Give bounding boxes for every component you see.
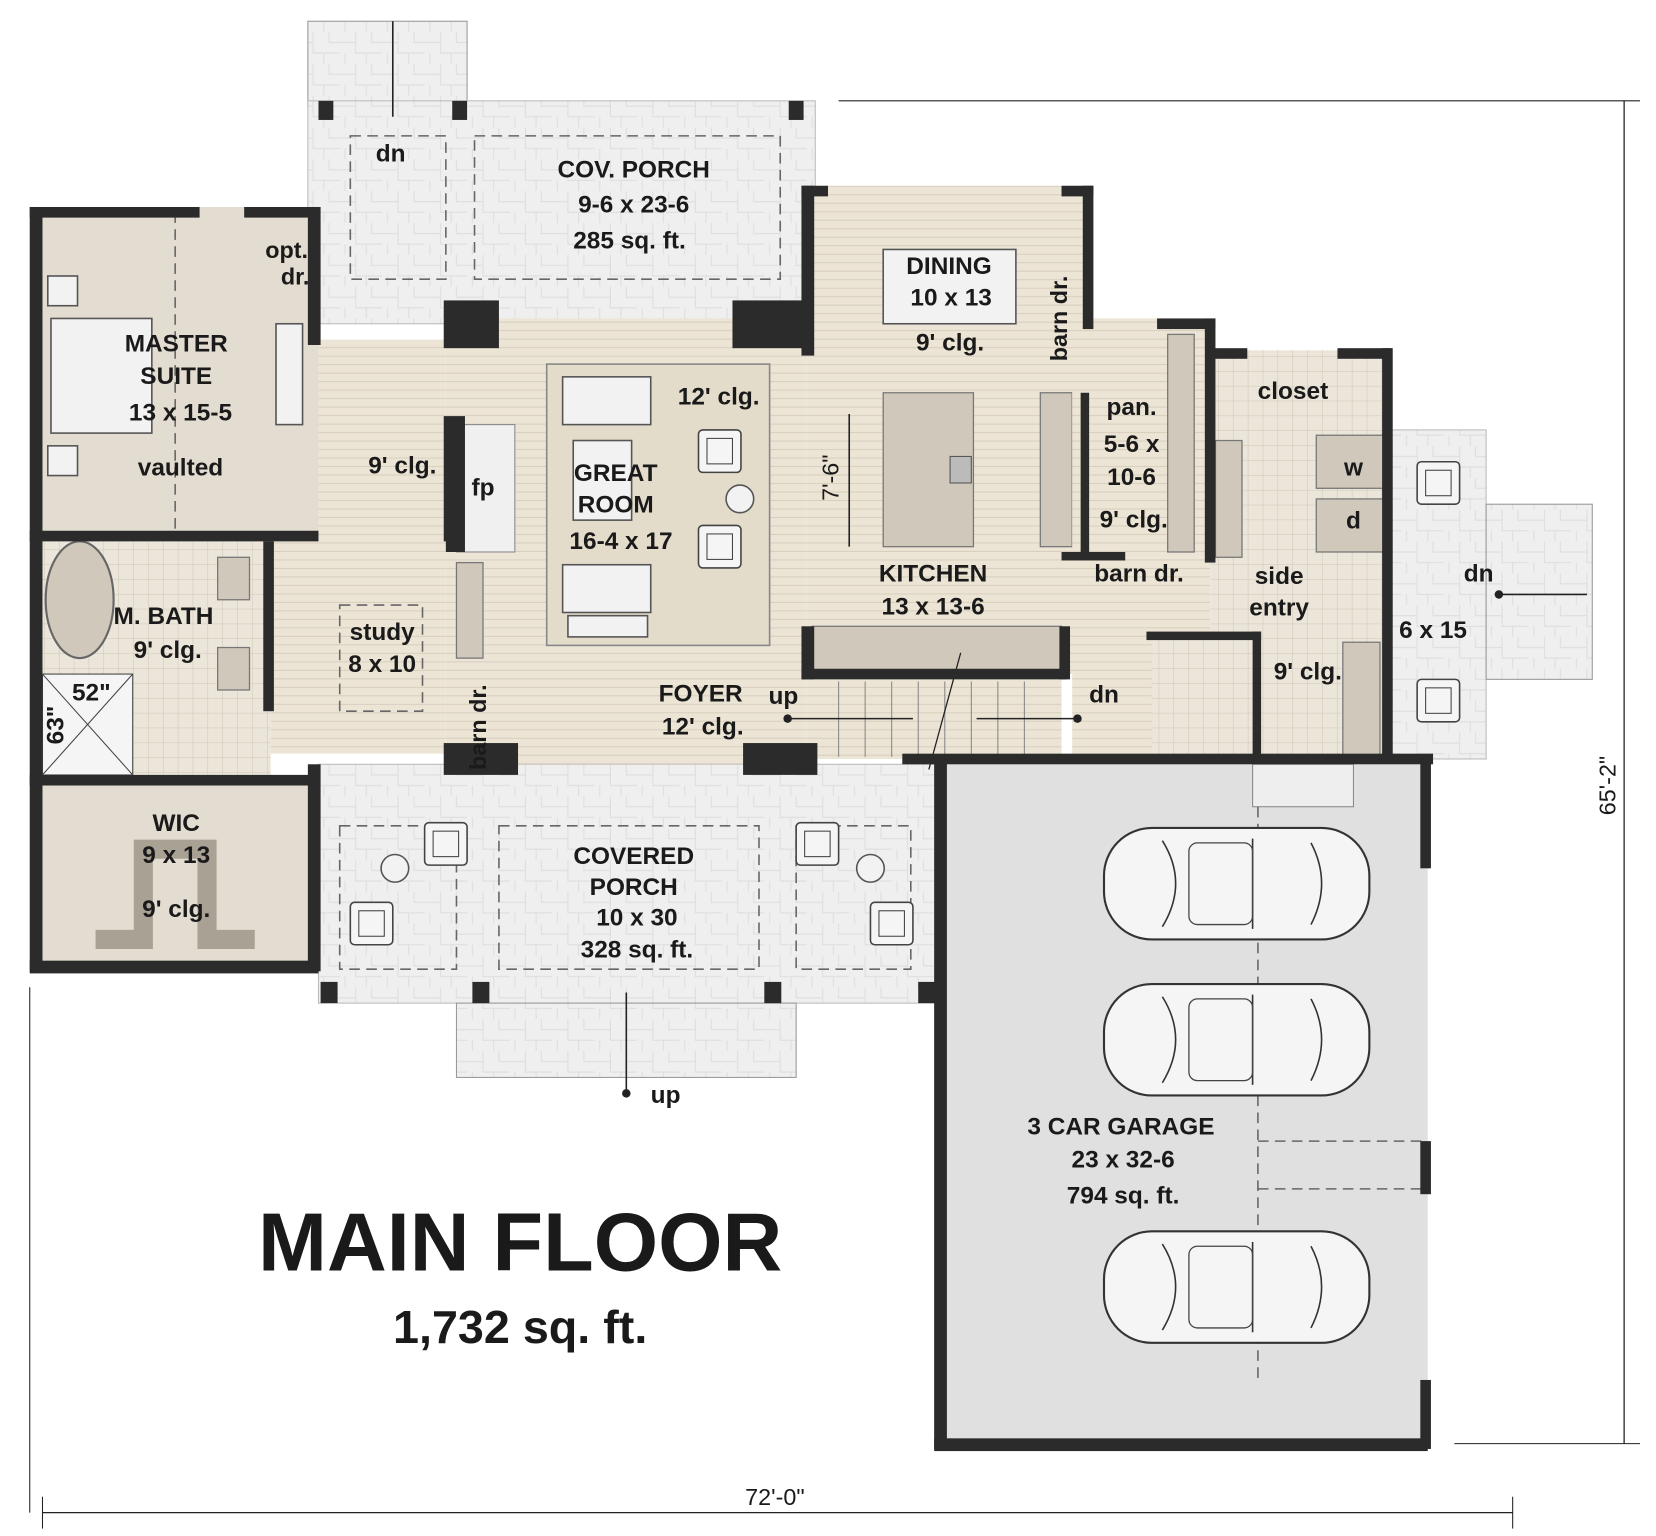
walls xyxy=(29,185,1434,1452)
master-bath-name: M. BATH xyxy=(114,603,214,630)
shower-width: 52" xyxy=(72,680,111,707)
dining-size: 10 x 13 xyxy=(910,285,991,312)
wic-size: 9 x 13 xyxy=(142,842,210,869)
front-covered-porch xyxy=(317,763,940,1098)
cov-porch-size: 9-6 x 23-6 xyxy=(578,191,689,218)
great-room-ceiling: 12' clg. xyxy=(678,383,760,410)
master-suite-name-2: SUITE xyxy=(140,363,212,390)
dimension-lines: 72'-0" 65'-2" xyxy=(29,100,1641,1529)
foyer-ceiling: 12' clg. xyxy=(662,714,744,741)
hall-ceiling: 9' clg. xyxy=(368,452,436,479)
side-entry-name-2: entry xyxy=(1249,595,1309,622)
pantry-barn-door-label: barn dr. xyxy=(1094,561,1184,588)
plan-total-area: 1,732 sq. ft. xyxy=(393,1301,647,1353)
cov-porch-area: 285 sq. ft. xyxy=(573,227,686,254)
island-dimension: 7'-6" xyxy=(818,454,844,500)
study-size: 8 x 10 xyxy=(348,651,416,678)
cov-porch-name: COV. PORCH xyxy=(558,156,710,183)
great-room-size: 16-4 x 17 xyxy=(569,528,672,555)
side-entry-name: side xyxy=(1255,563,1304,590)
dining-barn-door-label: barn dr. xyxy=(1046,276,1072,362)
wic-name: WIC xyxy=(153,810,200,837)
dining-ceiling: 9' clg. xyxy=(916,329,984,356)
foyer-name: FOYER xyxy=(659,681,743,708)
garage-name: 3 CAR GARAGE xyxy=(1027,1114,1214,1141)
master-bath-ceiling: 9' clg. xyxy=(134,637,202,664)
kitchen-name: KITCHEN xyxy=(879,561,987,588)
stair-up-label: up xyxy=(769,683,799,710)
study-barn-door-label: barn dr. xyxy=(465,684,491,770)
cov-porch-stair-label: dn xyxy=(376,140,406,167)
dining-name: DINING xyxy=(906,253,991,280)
opt-door-label: opt. xyxy=(265,237,308,263)
opt-door-label-2: dr. xyxy=(281,263,310,289)
covered-porch-area: 328 sq. ft. xyxy=(581,936,694,963)
study-name: study xyxy=(350,619,416,646)
side-entry-ceiling: 9' clg. xyxy=(1274,658,1342,685)
shower-depth: 63" xyxy=(43,706,70,745)
pantry-size-2: 10-6 xyxy=(1107,464,1156,491)
stair-down-label: dn xyxy=(1089,682,1119,709)
master-suite-size: 13 x 15-5 xyxy=(129,399,232,426)
wic-ceiling: 9' clg. xyxy=(142,896,210,923)
garage xyxy=(939,762,1428,1449)
side-porch-stair-label: dn xyxy=(1464,561,1494,588)
washer-label: w xyxy=(1343,455,1364,482)
pantry-size: 5-6 x xyxy=(1104,431,1160,458)
plan-title: MAIN FLOOR xyxy=(258,1196,782,1289)
fireplace-label: fp xyxy=(471,475,494,502)
covered-porch-name: COVERED xyxy=(573,843,694,870)
master-suite-ceiling: vaulted xyxy=(138,455,223,482)
closet-label: closet xyxy=(1258,378,1329,405)
side-porch-size: 6 x 15 xyxy=(1399,617,1467,644)
pantry-ceiling: 9' clg. xyxy=(1100,507,1168,534)
pantry-name: pan. xyxy=(1107,394,1157,421)
study xyxy=(270,541,446,754)
garage-area: 794 sq. ft. xyxy=(1067,1183,1180,1210)
great-room-name-2: ROOM xyxy=(578,492,654,519)
covered-porch-name-2: PORCH xyxy=(590,874,678,901)
width-dimension: 72'-0" xyxy=(745,1484,804,1510)
kitchen-size: 13 x 13-6 xyxy=(882,594,985,621)
covered-porch-size: 10 x 30 xyxy=(596,905,677,932)
walk-in-closet xyxy=(29,774,319,972)
bed xyxy=(50,317,153,434)
front-stair-up-label: up xyxy=(651,1082,681,1109)
room-labels: dn COV. PORCH 9-6 x 23-6 285 sq. ft. opt… xyxy=(43,140,1494,1352)
master-suite-name: MASTER xyxy=(125,330,228,357)
dryer-label: d xyxy=(1346,508,1361,535)
great-room-name: GREAT xyxy=(574,460,658,487)
garage-size: 23 x 32-6 xyxy=(1072,1147,1175,1174)
rear-covered-porch xyxy=(307,20,816,325)
depth-dimension: 65'-2" xyxy=(1595,756,1621,815)
side-porch xyxy=(1390,429,1593,760)
